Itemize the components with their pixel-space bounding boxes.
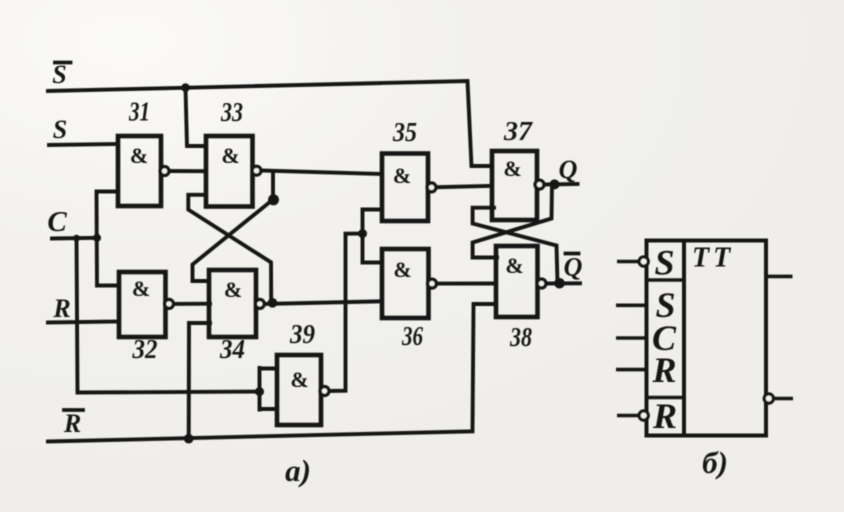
svg-text:R: R <box>52 294 70 323</box>
svg-text:S: S <box>53 115 67 144</box>
svg-text:39: 39 <box>289 319 315 349</box>
svg-text:C: C <box>47 206 67 238</box>
svg-text:S: S <box>52 60 66 89</box>
svg-text:32: 32 <box>132 334 158 364</box>
svg-text:&: & <box>132 276 150 301</box>
svg-text:TT: TT <box>692 243 734 274</box>
svg-text:&: & <box>393 163 411 188</box>
svg-text:а): а) <box>285 453 311 488</box>
svg-text:33: 33 <box>220 97 243 127</box>
svg-text:34: 34 <box>219 334 245 364</box>
svg-text:S: S <box>654 243 674 283</box>
svg-text:Q: Q <box>559 155 578 184</box>
svg-text:&: & <box>393 257 411 282</box>
svg-text:&: & <box>224 277 242 302</box>
svg-text:37: 37 <box>503 116 534 146</box>
svg-text:Q: Q <box>564 253 583 282</box>
svg-text:R: R <box>651 350 676 390</box>
svg-text:&: & <box>221 143 239 168</box>
svg-text:&: & <box>290 367 308 392</box>
svg-text:38: 38 <box>509 322 532 352</box>
svg-text:R: R <box>652 396 677 436</box>
svg-text:35: 35 <box>392 117 417 147</box>
svg-text:&: & <box>503 156 521 181</box>
svg-text:C: C <box>652 318 677 358</box>
svg-text:S: S <box>655 285 675 325</box>
svg-text:36: 36 <box>401 321 423 351</box>
svg-text:&: & <box>505 253 523 278</box>
svg-text:31: 31 <box>128 97 150 127</box>
svg-text:R: R <box>63 409 81 438</box>
svg-text:&: & <box>130 143 148 168</box>
svg-text:б): б) <box>702 445 728 480</box>
